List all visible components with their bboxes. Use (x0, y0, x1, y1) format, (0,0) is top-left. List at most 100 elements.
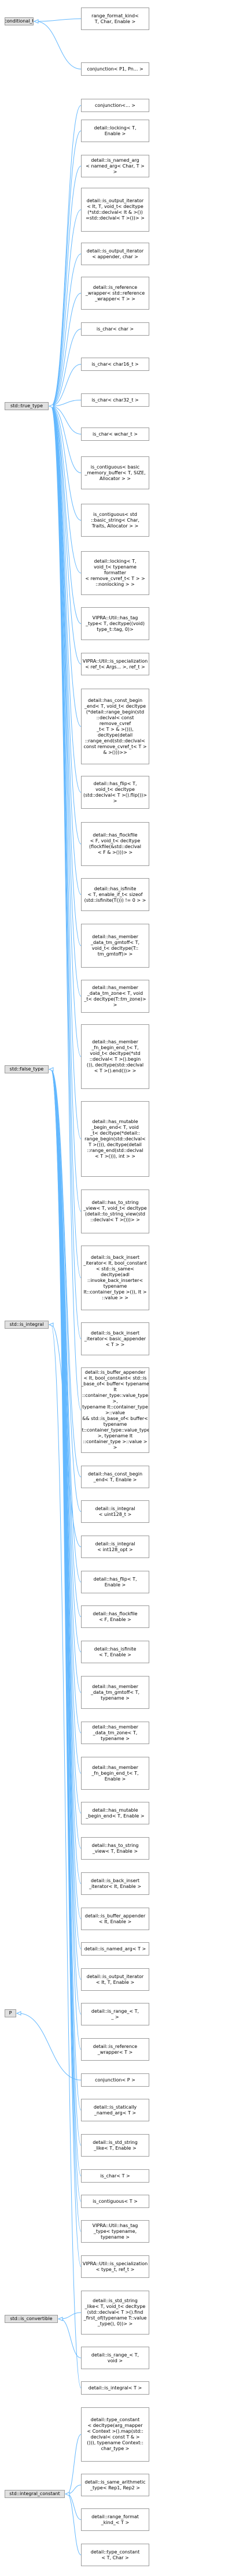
class-node-is-integral-T[interactable]: detail::is_integral< T > (81, 2381, 149, 2395)
inheritance-edge (50, 1069, 82, 1849)
class-node-is-back-insert-iterator-2[interactable]: detail::is_back_insert _iterator< basic_… (81, 1322, 149, 1355)
inheritance-edge (50, 406, 82, 1339)
class-node-is-char-f[interactable]: is_char< T > (81, 2169, 149, 2183)
class-node-has-flockfile-void[interactable]: detail::has_flockfile < F, void_t< declt… (81, 822, 149, 866)
class-node-is-char-wchar[interactable]: is_char< wchar_t > (81, 428, 149, 441)
class-node-is-contiguous-buffer[interactable]: is_contiguous< basic _memory_buffer< T, … (81, 456, 149, 489)
inheritance-edge (35, 21, 82, 69)
class-node-conjunction-p1[interactable]: conjunction< P1, Pn... > (81, 62, 149, 76)
inheritance-arrowhead (64, 2492, 70, 2496)
class-node-has-flockfile-f[interactable]: detail::has_flockfile < F, Enable > (81, 1605, 149, 1628)
class-node-is-range-f[interactable]: detail::is_range_< T, _ > (81, 2003, 149, 2025)
class-node-is-contiguous-f[interactable]: is_contiguous< T > (81, 2195, 149, 2208)
inheritance-edge (60, 2312, 82, 2319)
inheritance-edge (50, 406, 82, 727)
class-node-is-buffer-appender[interactable]: detail::is_buffer_appender < It, bool_co… (81, 1367, 149, 1453)
class-node-has-isfinite-void[interactable]: detail::has_isfinite < T, enable_if_t< s… (81, 878, 149, 911)
class-node-is-named-arg-wrapper[interactable]: detail::is_named_arg < named_arg< Char, … (81, 155, 149, 177)
inheritance-arrowhead (48, 1067, 54, 1072)
class-node-is-reference-wrapper[interactable]: detail::is_reference _wrapper< std::refe… (81, 277, 149, 310)
inheritance-edge (50, 105, 82, 407)
class-node-has-member-gmtoff-f[interactable]: detail::has_member _data_tm_gmtoff< T, t… (81, 1676, 149, 1709)
inheritance-edge (50, 166, 82, 407)
class-node-is-std-string-like-f[interactable]: detail::is_std_string _like< T, Enable > (81, 2134, 149, 2157)
class-node-conjunction-p[interactable]: conjunction< P > (81, 2073, 149, 2087)
inheritance-edge (50, 400, 82, 407)
class-node-range-format-kind[interactable]: range_format_kind< T, Char, Enable > (81, 8, 149, 30)
inheritance-arrowhead (33, 19, 39, 24)
inheritance-edge (50, 329, 82, 407)
inheritance-edge (50, 406, 82, 624)
inheritance-arrowhead (16, 2011, 21, 2016)
inheritance-edge (35, 18, 82, 22)
class-node-has-mutable-begin-end[interactable]: detail::has_mutable _begin_end< T, void … (81, 1101, 149, 1177)
class-node-has-member-fn-f[interactable]: detail::has_member _fn_begin_end_t< T, E… (81, 1757, 149, 1790)
class-node-has-flip-f[interactable]: detail::has_flip< T, Enable > (81, 1571, 149, 1593)
class-node-is-integral-uint128[interactable]: detail::is_integral < uint128_t > (81, 1500, 149, 1523)
inheritance-edge (50, 406, 82, 1411)
inheritance-edge (50, 406, 82, 574)
class-node-is-char-char32[interactable]: is_char< char32_t > (81, 393, 149, 407)
inheritance-edge (50, 406, 82, 845)
class-node-has-type-f[interactable]: VIPRA::Util::has_tag _type< typename, ty… (81, 2220, 149, 2243)
class-node-is-std-string-like-void[interactable]: detail::is_std_string _like< T, void_t< … (81, 2291, 149, 2335)
class-node-is-statically-named-arg[interactable]: detail::is_statically _named_arg< T > (81, 2099, 149, 2121)
class-node-has-to-string-view-void[interactable]: detail::has_to_string _view< T, void_t< … (81, 1190, 149, 1233)
inheritance-edge (50, 1069, 82, 1512)
inheritance-arrowhead (57, 2317, 63, 2321)
class-node-is-specialization-true[interactable]: VIPRA::Util::is_specialization < ref_t< … (81, 653, 149, 675)
class-node-is-contiguous-string[interactable]: is_contiguous< std ::basic_string< Char,… (81, 504, 149, 537)
class-node-is-char-char16[interactable]: is_char< char16_t > (81, 358, 149, 371)
inheritance-edge (50, 406, 82, 434)
base-class-conditional-t[interactable]: conditional_t (5, 17, 34, 25)
class-node-type-constant-T[interactable]: detail::type_constant < T, Char > (81, 2544, 149, 2566)
inheritance-edge (50, 1069, 82, 2050)
class-node-has-member-zone[interactable]: detail::has_member _data_tm_zone< T, voi… (81, 980, 149, 1013)
class-node-is-range-void[interactable]: detail::is_range_< T, void > (81, 2347, 149, 2369)
class-node-is-same-arithmetic[interactable]: detail::is_same_arithmetic _type< Rep1, … (81, 2474, 149, 2496)
class-node-is-integral-int128[interactable]: detail::is_integral < int128_opt > (81, 1536, 149, 1558)
base-class-is-integral[interactable]: std::is_integral (5, 1321, 49, 1329)
inheritance-edge (67, 2434, 82, 2495)
class-node-range-format-kind-d[interactable]: detail::range_format _kind_< T > (81, 2508, 149, 2531)
class-node-has-const-begin-end-f[interactable]: detail::has_const_begin _end< T, Enable … (81, 1466, 149, 1488)
inheritance-edge (50, 406, 82, 793)
class-node-is-specialization-f[interactable]: VIPRA::Util::is_specialization < type_t,… (81, 2255, 149, 2278)
class-node-is-back-insert-iterator-1[interactable]: detail::is_back_insert _iterator< It, bo… (81, 1246, 149, 1310)
inheritance-edge (50, 1069, 82, 1884)
class-node-conjunction-empty[interactable]: conjunction<... > (81, 99, 149, 112)
base-class-false-type[interactable]: std::false_type (5, 1065, 49, 1073)
class-node-is-locking[interactable]: detail::locking< T, Enable > (81, 120, 149, 142)
class-node-has-const-begin-end[interactable]: detail::has_const_begin _end< T, void_t<… (81, 689, 149, 764)
class-node-is-buffer-appender-f[interactable]: detail::is_buffer_appender < It, Enable … (81, 1908, 149, 1930)
inheritance-arrowhead (48, 1322, 54, 1327)
inheritance-edge (50, 209, 82, 407)
class-node-has-type-true[interactable]: VIPRA::Util::has_tag _type< T, decltype(… (81, 607, 149, 640)
base-class-integral-constant[interactable]: std::integral_constant (5, 2490, 65, 2498)
inheritance-edge (50, 131, 82, 407)
inheritance-edge (50, 406, 82, 473)
class-node-has-to-string-view-f[interactable]: detail::has_to_string _view< T, Enable > (81, 1837, 149, 1860)
class-node-has-isfinite-f[interactable]: detail::has_isfinite < T, Enable > (81, 1641, 149, 1663)
class-node-has-flip-void[interactable]: detail::has_flip< T, void_t< decltype (s… (81, 776, 149, 809)
class-node-has-mutable-f[interactable]: detail::has_mutable _begin_end< T, Enabl… (81, 1802, 149, 1824)
class-node-is-reference-wrapper-f[interactable]: detail::is_reference _wrapper< T > (81, 2038, 149, 2061)
class-node-has-member-zone-f[interactable]: detail::has_member _data_tm_zone< T, typ… (81, 1722, 149, 1744)
class-node-is-locking-formatter[interactable]: detail::locking< T, void_t< typename for… (81, 551, 149, 595)
class-node-type-constant-mapper[interactable]: detail::type_constant < decltype(arg_map… (81, 2407, 149, 2462)
class-node-is-output-iterator-1[interactable]: detail::is_output_iterator < It, T, void… (81, 188, 149, 232)
base-class-P[interactable]: P (5, 2009, 16, 2017)
class-node-is-named-arg-f[interactable]: detail::is_named_arg< T > (81, 1942, 149, 1956)
inheritance-edge (50, 406, 82, 997)
class-node-is-output-iterator-2[interactable]: detail::is_output_iterator < appender, c… (81, 243, 149, 265)
class-node-is-output-iterator-f[interactable]: detail::is_output_iterator < It, T, Enab… (81, 1968, 149, 1991)
class-node-has-member-gmtoff[interactable]: detail::has_member _data_tm_gmtoff< T, v… (81, 924, 149, 968)
class-node-is-back-insert-f[interactable]: detail::is_back_insert _iterator< It, En… (81, 1872, 149, 1895)
inheritance-edge (50, 1069, 82, 2267)
base-class-is-convertible[interactable]: std::is_convertible (5, 2315, 58, 2323)
base-class-true-type[interactable]: std::true_type (5, 402, 49, 410)
class-node-has-member-fn-begin-end[interactable]: detail::has_member _fn_begin_end_t< T, v… (81, 1024, 149, 1089)
inheritance-edge (50, 406, 82, 664)
class-node-is-char-char[interactable]: is_char< char > (81, 322, 149, 336)
inheritance-edge (67, 2493, 82, 2555)
